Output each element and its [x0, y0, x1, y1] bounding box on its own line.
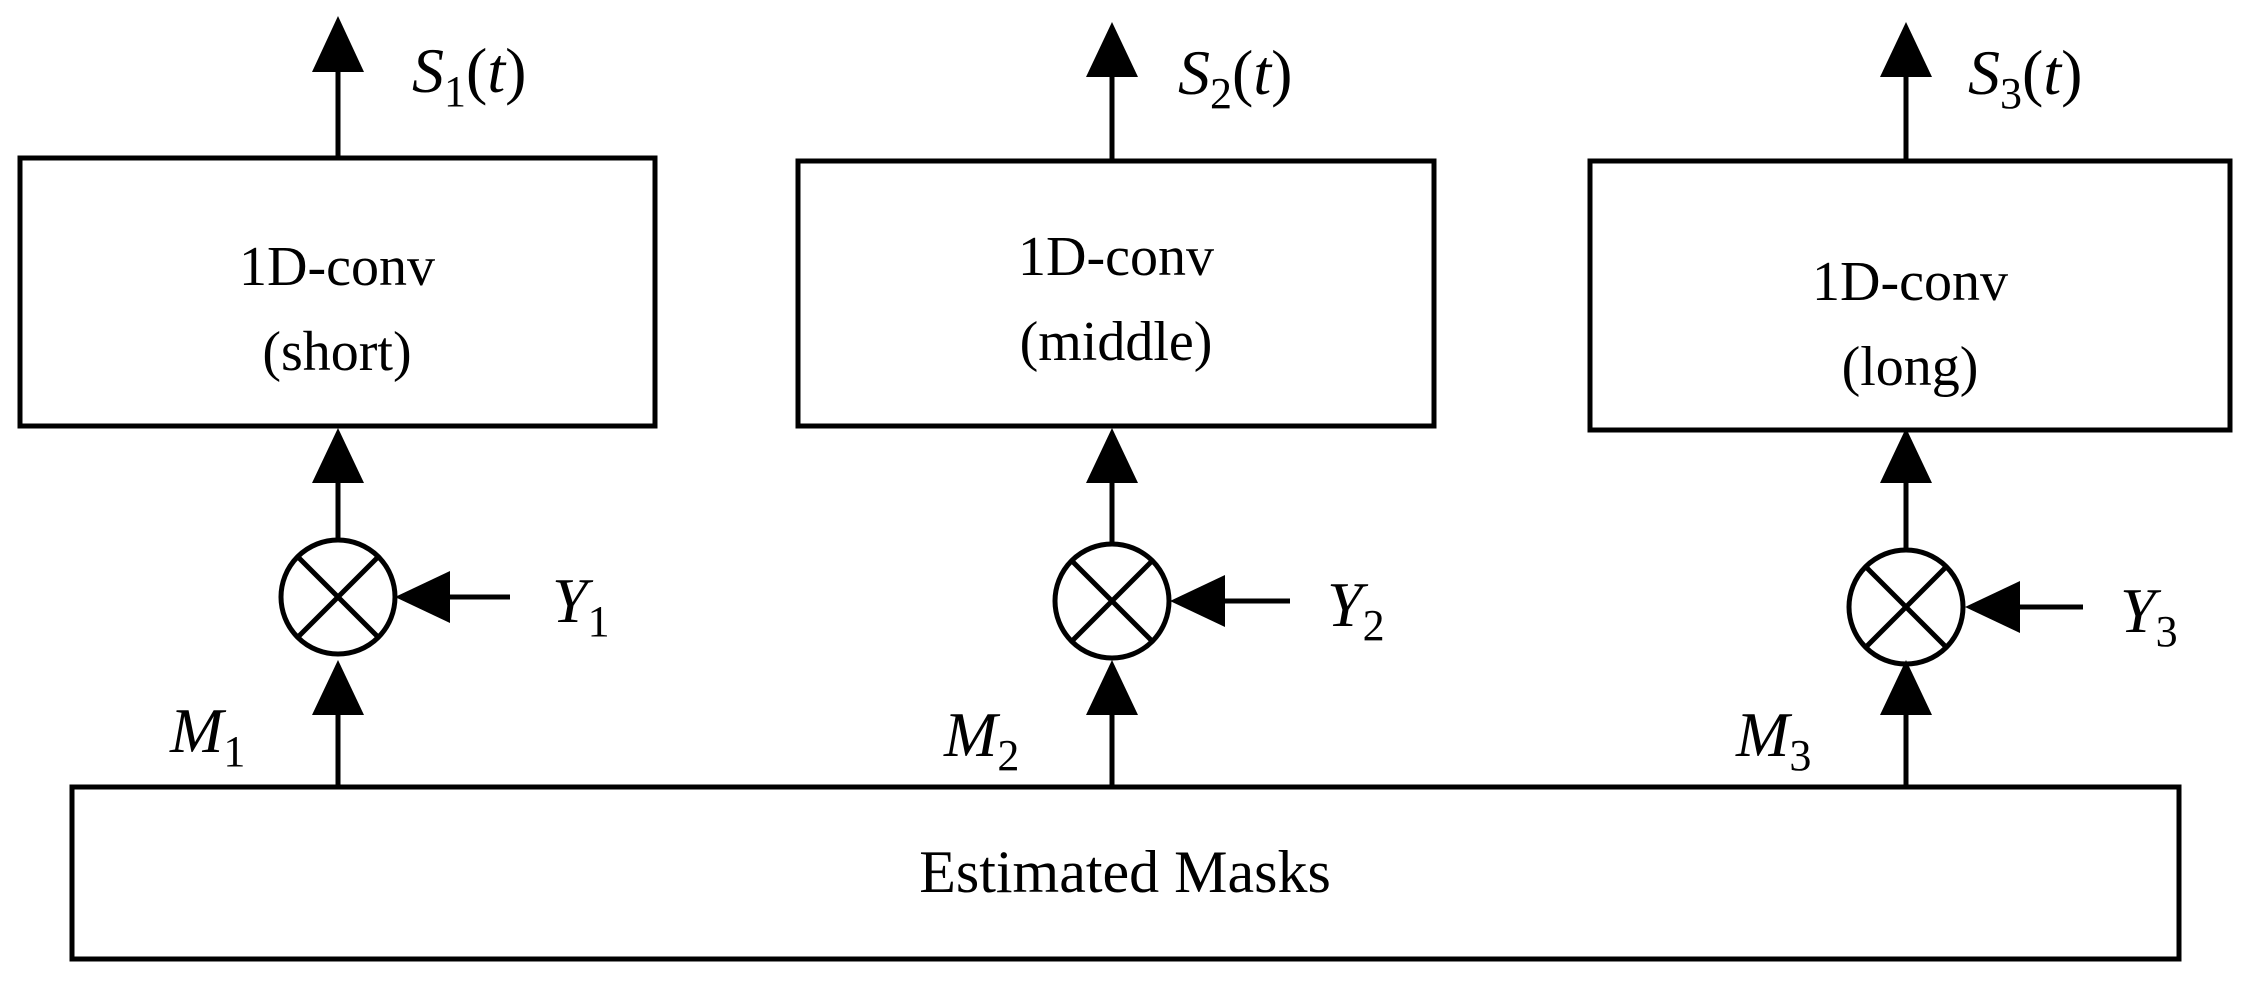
multiply-icon — [1846, 547, 1966, 667]
conv-box-title: 1D-conv — [239, 236, 435, 298]
multiply-icon — [278, 537, 398, 657]
output-label: S3(t) — [1968, 37, 2082, 118]
conv-box-subtitle: (short) — [262, 321, 411, 383]
arrowhead-icon — [1880, 428, 1932, 483]
input-label: Y3 — [2120, 575, 2178, 656]
output-label: S2(t) — [1178, 37, 1292, 118]
arrowhead-icon — [1086, 22, 1138, 77]
estimated-masks-block: Estimated Masks — [69, 784, 2182, 962]
arrowhead-icon — [312, 660, 364, 715]
conv-box-long — [1587, 158, 2233, 433]
input-label: Y1 — [552, 565, 610, 646]
arrowhead-icon — [312, 428, 364, 483]
branch-middle: M2 Y2 1D-conv (middle) S2(t) — [795, 22, 1437, 787]
arrowhead-icon — [1086, 428, 1138, 483]
arrowhead-icon — [312, 16, 364, 72]
input-label: Y2 — [1327, 569, 1385, 650]
conv-box-title: 1D-conv — [1018, 226, 1214, 288]
conv-box-short — [17, 155, 658, 429]
arrowhead-icon — [395, 571, 450, 623]
conv-box-subtitle: (long) — [1842, 336, 1979, 398]
conv-box-subtitle: (middle) — [1020, 311, 1213, 373]
conv-box-title: 1D-conv — [1812, 251, 2008, 313]
estimated-masks-label: Estimated Masks — [919, 839, 1331, 905]
arrowhead-icon — [1880, 660, 1932, 715]
arrowhead-icon — [1086, 660, 1138, 715]
branch-long: M3 Y3 1D-conv (long) S3(t) — [1587, 22, 2233, 787]
arrowhead-icon — [1880, 22, 1932, 77]
mask-label: M3 — [1735, 699, 1811, 780]
branch-short: M1 Y1 1D-conv (short) S1(t) — [17, 16, 658, 787]
multiply-icon — [1052, 541, 1172, 661]
output-label: S1(t) — [412, 35, 526, 116]
arrowhead-icon — [1170, 575, 1225, 627]
arrowhead-icon — [1965, 581, 2020, 633]
mask-label: M1 — [169, 695, 245, 776]
mask-label: M2 — [943, 699, 1019, 780]
conv-box-middle — [795, 158, 1437, 429]
